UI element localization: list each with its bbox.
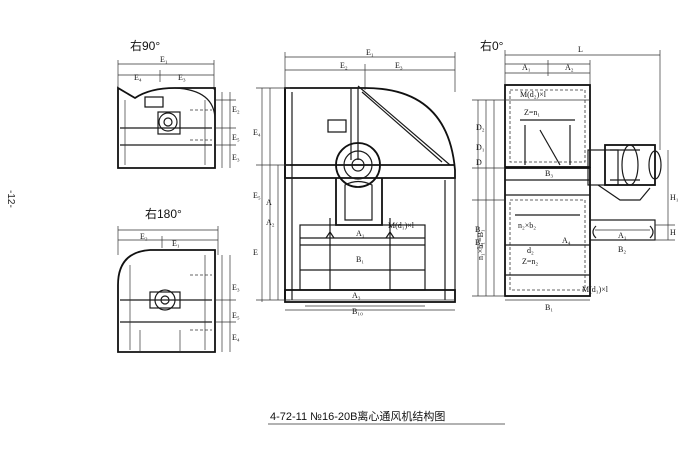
dim-E3b-90: E₃ (232, 153, 240, 162)
drawing-caption: 4-72-11 №16-20B离心通风机结构图 (270, 409, 445, 423)
dim-H1-0: H₁ (670, 193, 679, 202)
dim-B2-0: B₂ (618, 245, 626, 254)
dim-d2-0: d₂ (527, 246, 534, 255)
dim-E4-180: E₄ (232, 333, 240, 342)
dim-A2-0: A₂ (565, 63, 574, 72)
view-label-right-180: 右180° (145, 206, 182, 221)
dim-A2-main: A₂ (266, 218, 275, 227)
dim-bolt-0b: M(d₁)×l (582, 285, 609, 294)
dim-E3-90: E₃ (178, 73, 186, 82)
view-right-180: 右180° E₂ E₁ E₃ E₅ E₄ (117, 206, 240, 353)
dim-B-0: B (475, 225, 480, 234)
dim-A-main: A (266, 198, 272, 207)
dim-E4-main: E₄ (253, 128, 261, 137)
dim-E2-180: E₂ (140, 232, 148, 241)
view-label-right-0: 右0° (480, 38, 504, 53)
dim-B1-main: B₁ (356, 255, 364, 264)
dim-E2-main: E₂ (340, 61, 348, 70)
dim-D2-0: D₂ (476, 123, 485, 132)
view-right-0: 右0° L A₁ A₂ M(d₂)×l Z=n₁ B₃ (472, 38, 679, 312)
dim-E3-180: E₃ (232, 283, 240, 292)
dim-E3-main: E₃ (395, 61, 403, 70)
dim-z1-0: Z=n₁ (524, 108, 540, 117)
view-right-90: 右90° E₁ E₄ E₃ E₂ E₅ E₃ (117, 38, 240, 169)
dim-nb-0: n₂×b₂ (518, 221, 536, 230)
dim-B3b-0: B₃ (475, 238, 483, 247)
dim-B10-main: B₁₀ (352, 307, 363, 316)
dim-E5-main: E₅ (253, 191, 261, 200)
page-number: -12- (5, 190, 16, 208)
dim-E5-180: E₅ (232, 311, 240, 320)
view-main: E₁ E₂ E₃ M(d₁)×l A₁ B₁ (253, 48, 456, 316)
dim-A4-0: A₄ (562, 236, 571, 245)
dim-A3-main: A₃ (352, 291, 361, 300)
dim-E5-90: E₅ (232, 133, 240, 142)
dim-A1-main: A₁ (356, 229, 365, 238)
dim-D-0: D (476, 158, 482, 167)
dim-E4-90: E₄ (134, 73, 142, 82)
dim-D1-0: D₁ (476, 143, 485, 152)
dim-B3-0: B₃ (545, 169, 553, 178)
dim-B1-0: B₁ (545, 303, 553, 312)
dim-L-0: L (578, 45, 583, 54)
dim-A1-0b: A₁ (618, 231, 627, 240)
dim-E1-90: E₁ (160, 55, 168, 64)
view-label-right-90: 右90° (130, 38, 160, 53)
dim-E1-main: E₁ (366, 48, 374, 57)
dim-bolt-main: M(d₁)×l (388, 221, 415, 230)
dim-bolt-0a: M(d₂)×l (520, 90, 547, 99)
dim-nbl-0: n₁×b₁=B₁ (476, 229, 485, 260)
dim-H-0: H (670, 228, 676, 237)
dim-E-main: E (253, 248, 258, 257)
dim-z2-0: Z=n₂ (522, 257, 538, 266)
dim-E2-90: E₂ (232, 105, 240, 114)
dim-A1-0: A₁ (522, 63, 531, 72)
dim-E1-180: E₁ (172, 239, 180, 248)
